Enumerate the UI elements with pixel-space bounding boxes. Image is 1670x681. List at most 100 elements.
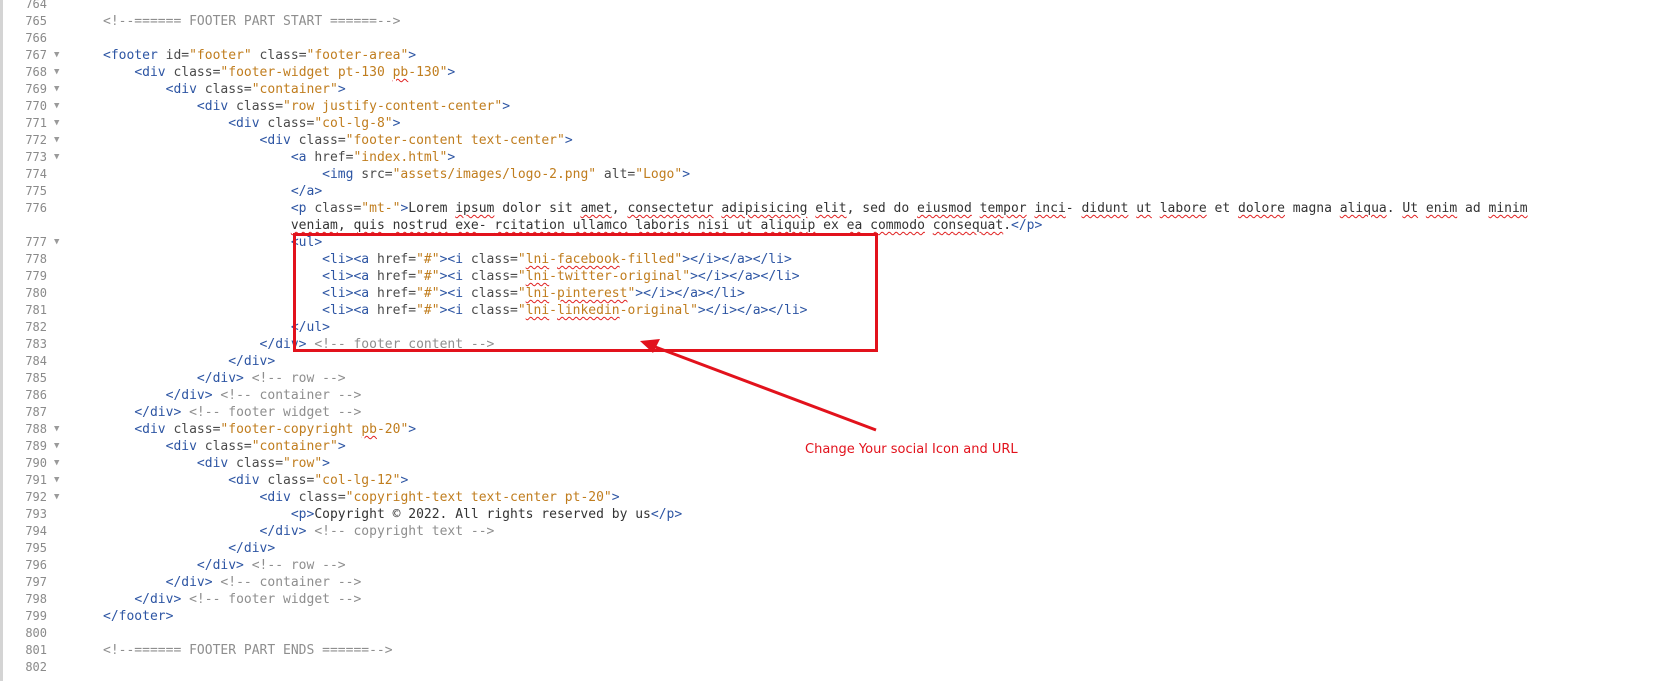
code-token: "row" [283, 456, 323, 471]
code-token: class= [196, 82, 252, 97]
fold-toggle-icon[interactable]: ▼ [54, 237, 60, 247]
line-number: 778 [25, 252, 47, 266]
code-line[interactable]: <!--====== FOOTER PART START ======--> [103, 13, 400, 30]
code-line[interactable]: </div> <!-- copyright text --> [103, 523, 495, 540]
code-line[interactable]: veniam, quis nostrud exe- rcitation ulla… [103, 217, 1043, 234]
code-token: </div> [165, 575, 213, 590]
code-line[interactable]: <div class="footer-content text-center"> [103, 132, 573, 149]
code-token: <footer [103, 48, 158, 63]
code-line[interactable]: </div> [103, 540, 275, 557]
code-line[interactable]: <!--====== FOOTER PART ENDS ======--> [103, 642, 393, 659]
code-line[interactable]: </div> [103, 353, 275, 370]
code-line[interactable]: </div> <!-- container --> [103, 387, 362, 404]
code-token [103, 337, 260, 352]
fold-toggle-icon[interactable]: ▼ [54, 492, 60, 502]
code-token: " [517, 303, 526, 318]
code-line[interactable]: </div> <!-- footer widget --> [103, 404, 361, 421]
code-line[interactable]: <div class="col-lg-12"> [103, 472, 408, 489]
code-line[interactable]: <div class="container"> [103, 438, 346, 455]
code-token: ea [846, 218, 863, 233]
line-number: 777 [25, 235, 47, 249]
code-token: Copyright © 2022. All rights reserved by… [314, 507, 651, 522]
code-line[interactable]: <div class="row justify-content-center"> [103, 98, 510, 115]
code-token: <ul> [290, 235, 323, 250]
fold-toggle-icon[interactable]: ▼ [54, 424, 60, 434]
code-token: laboris [635, 218, 691, 233]
code-line[interactable]: </footer> [103, 608, 173, 625]
code-token: "col-lg-8" [314, 116, 393, 131]
code-token: ><i [439, 286, 464, 301]
social-icons-highlight-box [293, 233, 878, 352]
code-token: ></i></a></li> [690, 269, 800, 284]
code-token: - [478, 218, 495, 233]
code-line[interactable]: <div class="footer-widget pt-130 pb-130"… [103, 64, 455, 81]
code-token: <div [134, 65, 166, 80]
fold-toggle-icon[interactable]: ▼ [54, 118, 60, 128]
code-token [103, 524, 260, 539]
fold-toggle-icon[interactable]: ▼ [54, 84, 60, 94]
line-number: 780 [25, 286, 47, 300]
code-token [1152, 201, 1160, 216]
code-token: ><i [439, 303, 464, 318]
code-token: quis [353, 218, 385, 233]
code-token: "footer-widget pt-130 [220, 65, 393, 80]
code-line[interactable]: <ul> [103, 234, 322, 251]
fold-toggle-icon[interactable]: ▼ [54, 50, 60, 60]
code-token: pb [361, 422, 377, 437]
line-number: 769 [25, 82, 47, 96]
fold-toggle-icon[interactable]: ▼ [54, 475, 60, 485]
code-token: "#" [416, 252, 440, 267]
code-token [862, 218, 870, 233]
code-line[interactable]: <a href="index.html"> [103, 149, 455, 166]
line-number: 794 [25, 524, 47, 538]
fold-toggle-icon[interactable]: ▼ [54, 152, 60, 162]
code-line[interactable]: <li><a href="#"><i class="lni-pinterest"… [103, 285, 745, 302]
code-token: commodo [870, 218, 925, 233]
code-line[interactable]: <li><a href="#"><i class="lni-twitter-or… [103, 268, 800, 285]
line-number: 786 [25, 388, 47, 402]
code-line[interactable]: </div> <!-- row --> [103, 557, 346, 574]
code-token: > [392, 116, 401, 131]
code-line[interactable]: <div class="footer-copyright pb-20"> [103, 421, 416, 438]
code-token [103, 473, 228, 488]
code-line[interactable]: </div> <!-- container --> [103, 574, 362, 591]
fold-toggle-icon[interactable]: ▼ [54, 458, 60, 468]
code-line[interactable]: <div class="copyright-text text-center p… [103, 489, 620, 506]
code-token: - [1065, 201, 1082, 216]
code-line[interactable]: </div> <!-- row --> [103, 370, 346, 387]
code-line[interactable]: </a> [103, 183, 322, 200]
code-line[interactable]: <p>Copyright © 2022. All rights reserved… [103, 506, 682, 523]
code-token: facebook [557, 252, 620, 267]
code-token: lni [525, 252, 550, 267]
line-number: 792 [25, 490, 47, 504]
code-token [565, 218, 573, 233]
code-line[interactable]: </ul> [103, 319, 330, 336]
fold-toggle-icon[interactable]: ▼ [54, 441, 60, 451]
code-line[interactable]: <div class="row"> [103, 455, 330, 472]
fold-toggle-icon[interactable]: ▼ [54, 67, 60, 77]
code-token [103, 218, 291, 233]
code-line[interactable]: <div class="col-lg-8"> [103, 115, 400, 132]
code-token: ><i [439, 252, 464, 267]
code-token: class= [463, 303, 518, 318]
code-token: </div> [196, 371, 244, 386]
code-line[interactable]: <footer id="footer" class="footer-area"> [103, 47, 416, 64]
code-token: > [408, 422, 417, 437]
code-token [103, 575, 166, 590]
fold-toggle-icon[interactable]: ▼ [54, 101, 60, 111]
code-token [103, 116, 228, 131]
code-line[interactable]: <img src="assets/images/logo-2.png" alt=… [103, 166, 690, 183]
code-token [103, 371, 197, 386]
fold-toggle-icon[interactable]: ▼ [54, 135, 60, 145]
code-token: class= [463, 286, 518, 301]
code-token: ><i [439, 269, 464, 284]
code-token: <div [134, 422, 166, 437]
code-line[interactable]: <li><a href="#"><i class="lni-facebook-f… [103, 251, 792, 268]
code-line[interactable]: <div class="container"> [103, 81, 346, 98]
code-line[interactable]: </div> <!-- footer widget --> [103, 591, 361, 608]
code-token: ipsum [455, 201, 495, 216]
code-line[interactable]: <li><a href="#"><i class="lni-linkedin-o… [103, 302, 807, 319]
code-token: class= [463, 252, 518, 267]
code-line[interactable]: <p class="mt-">Lorem ipsum dolor sit ame… [103, 200, 1528, 217]
